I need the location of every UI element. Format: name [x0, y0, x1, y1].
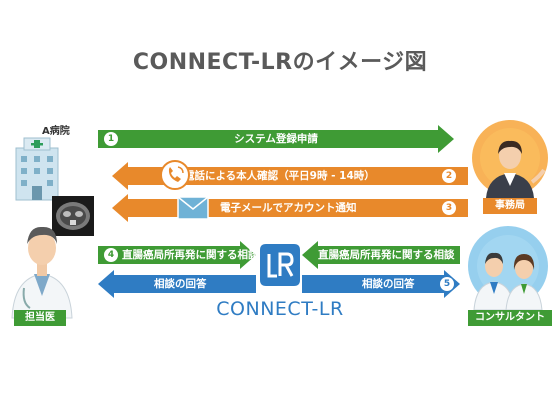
consultant-figures — [468, 226, 548, 311]
arrow-1-shape — [98, 125, 454, 153]
step-number-1: 1 — [104, 132, 118, 146]
arrow-1-label: システム登録申請 — [234, 133, 318, 145]
connect-lr-logo-icon — [260, 244, 300, 286]
arrow-5-left-shape — [98, 270, 256, 298]
arrow-3: 電子メールでアカウント通知 3 — [112, 199, 468, 217]
phone-icon — [160, 160, 190, 190]
step-number-2: 2 — [442, 169, 456, 183]
arrow-2-shape — [112, 162, 468, 190]
arrow-4-left: 4 直腸癌局所再発に関する相談 — [98, 246, 259, 264]
arrow-4-left-label: 直腸癌局所再発に関する相談 — [122, 249, 259, 261]
email-envelope-icon — [177, 196, 209, 220]
arrow-5-right-shape — [302, 270, 460, 298]
arrow-5-right-label: 相談の回答 — [362, 278, 415, 290]
arrow-5-left-label: 相談の回答 — [154, 278, 207, 290]
arrow-5-left: 相談の回答 — [98, 275, 256, 293]
ct-scan-image — [52, 196, 94, 236]
arrow-4-left-shape — [98, 241, 256, 269]
office-role-tag: 事務局 — [483, 198, 537, 214]
arrow-2-label: 電話による本人確認（平日9時 - 14時） — [184, 170, 375, 182]
hospital-label: A病院 — [42, 126, 70, 137]
diagram-title: CONNECT-LRのイメージ図 — [132, 50, 428, 75]
hospital-building-icon — [15, 137, 59, 201]
step-number-4-left: 4 — [104, 248, 118, 262]
arrow-4-right-shape — [302, 241, 460, 269]
doctor-figure — [11, 226, 73, 319]
arrow-2: 電話による本人確認（平日9時 - 14時） 2 — [112, 167, 468, 185]
arrow-3-label: 電子メールでアカウント通知 — [220, 202, 357, 214]
doctor-role-tag: 担当医 — [14, 310, 66, 326]
step-number-3: 3 — [442, 201, 456, 215]
arrow-5-right: 相談の回答 5 — [302, 275, 460, 293]
arrow-4-right: 直腸癌局所再発に関する相談 — [302, 246, 460, 264]
connect-lr-logo-text: CONNECT-LR — [216, 298, 344, 320]
arrow-4-right-label: 直腸癌局所再発に関する相談 — [318, 249, 455, 261]
consultant-role-tag: コンサルタント — [468, 310, 552, 326]
arrow-1: 1 システム登録申請 — [98, 130, 454, 148]
office-staff-figure — [472, 120, 548, 198]
step-number-5: 5 — [440, 277, 454, 291]
